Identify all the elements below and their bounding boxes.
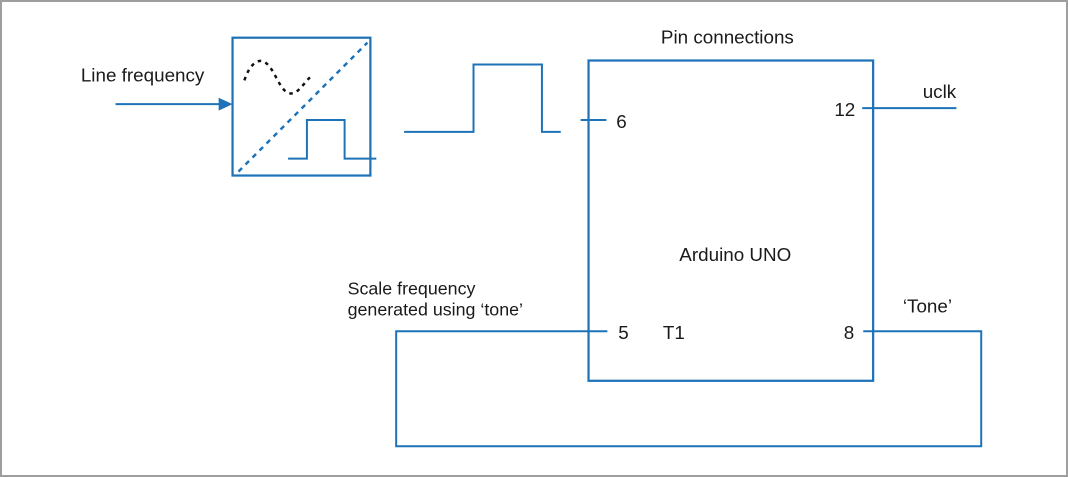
pin-8-label: 8 xyxy=(844,322,854,343)
timer-t1-label: T1 xyxy=(663,322,685,343)
tone-feedback-wire xyxy=(395,330,983,448)
arduino-uno-label: Arduino UNO xyxy=(679,244,791,265)
uclk-label: uclk xyxy=(923,81,957,102)
square-pulse-waveform xyxy=(404,63,561,133)
line-frequency-label: Line frequency xyxy=(81,64,205,85)
comparator-pulse-icon xyxy=(288,119,377,160)
arduino-box xyxy=(587,59,875,382)
comparator-box xyxy=(231,36,372,177)
pin-12-label: 12 xyxy=(834,99,855,120)
tone-label: ‘Tone’ xyxy=(903,295,952,316)
sine-wave-icon xyxy=(243,59,311,95)
pin-connections-title: Pin connections xyxy=(661,27,794,48)
transfer-diagonal-icon xyxy=(237,41,369,173)
scale-frequency-label-line1: Scale frequency xyxy=(348,279,476,299)
scale-frequency-label-line2: generated using ‘tone’ xyxy=(348,299,523,319)
pin-6-label: 6 xyxy=(616,111,626,132)
pin-5-label: 5 xyxy=(618,322,628,343)
input-arrowhead-icon xyxy=(218,97,233,111)
